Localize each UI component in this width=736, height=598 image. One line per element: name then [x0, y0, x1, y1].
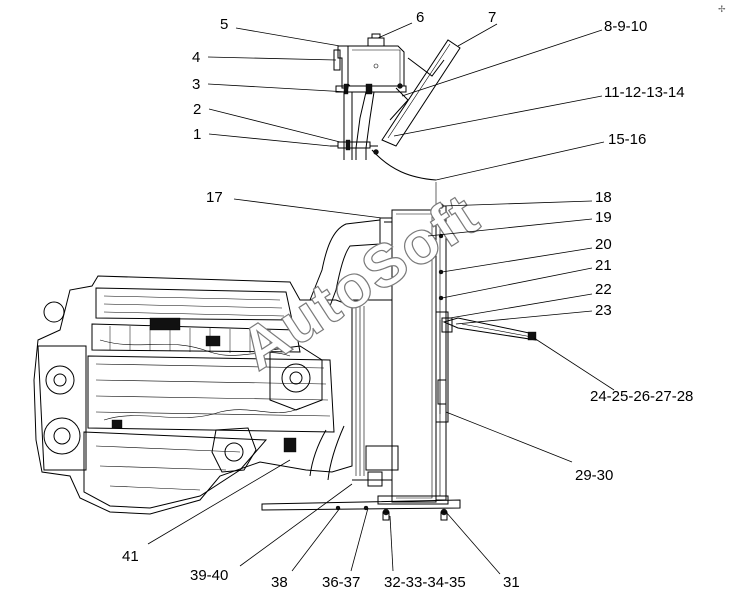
expansion-tank-assembly [330, 33, 461, 181]
callout-17: 17 [206, 189, 223, 206]
callout-36-37: 36-37 [322, 574, 360, 591]
callout-22: 22 [595, 281, 612, 298]
callout-2: 2 [193, 101, 201, 118]
callout-8-9-10: 8-9-10 [604, 18, 647, 35]
callout-19: 19 [595, 209, 612, 226]
callout-41: 41 [122, 548, 139, 565]
callout-6: 6 [416, 9, 424, 26]
callout-39-40: 39-40 [190, 567, 228, 584]
callout-38: 38 [271, 574, 288, 591]
engine-block [33, 275, 353, 515]
callout-15-16: 15-16 [608, 131, 646, 148]
callout-31: 31 [503, 574, 520, 591]
callout-18: 18 [595, 189, 612, 206]
radiator-assembly [261, 182, 537, 521]
callout-7: 7 [488, 9, 496, 26]
callout-1: 1 [193, 126, 201, 143]
callout-11-12-13-14: 11-12-13-14 [604, 84, 685, 101]
callout-5: 5 [220, 16, 228, 33]
callout-24-25-26-27-28: 24-25-26-27-28 [590, 388, 693, 405]
callout-23: 23 [595, 302, 612, 319]
callout-3: 3 [192, 76, 200, 93]
leader-lines [147, 22, 615, 575]
callout-29-30: 29-30 [575, 467, 613, 484]
corner-mark: ✢ [718, 5, 726, 15]
callout-32-33-34-35: 32-33-34-35 [384, 574, 466, 591]
callout-labels: 5 6 7 8-9-10 4 3 11-12-13-14 2 1 15-16 1… [122, 9, 693, 591]
callout-21: 21 [595, 257, 612, 274]
callout-20: 20 [595, 236, 612, 253]
callout-4: 4 [192, 49, 200, 66]
